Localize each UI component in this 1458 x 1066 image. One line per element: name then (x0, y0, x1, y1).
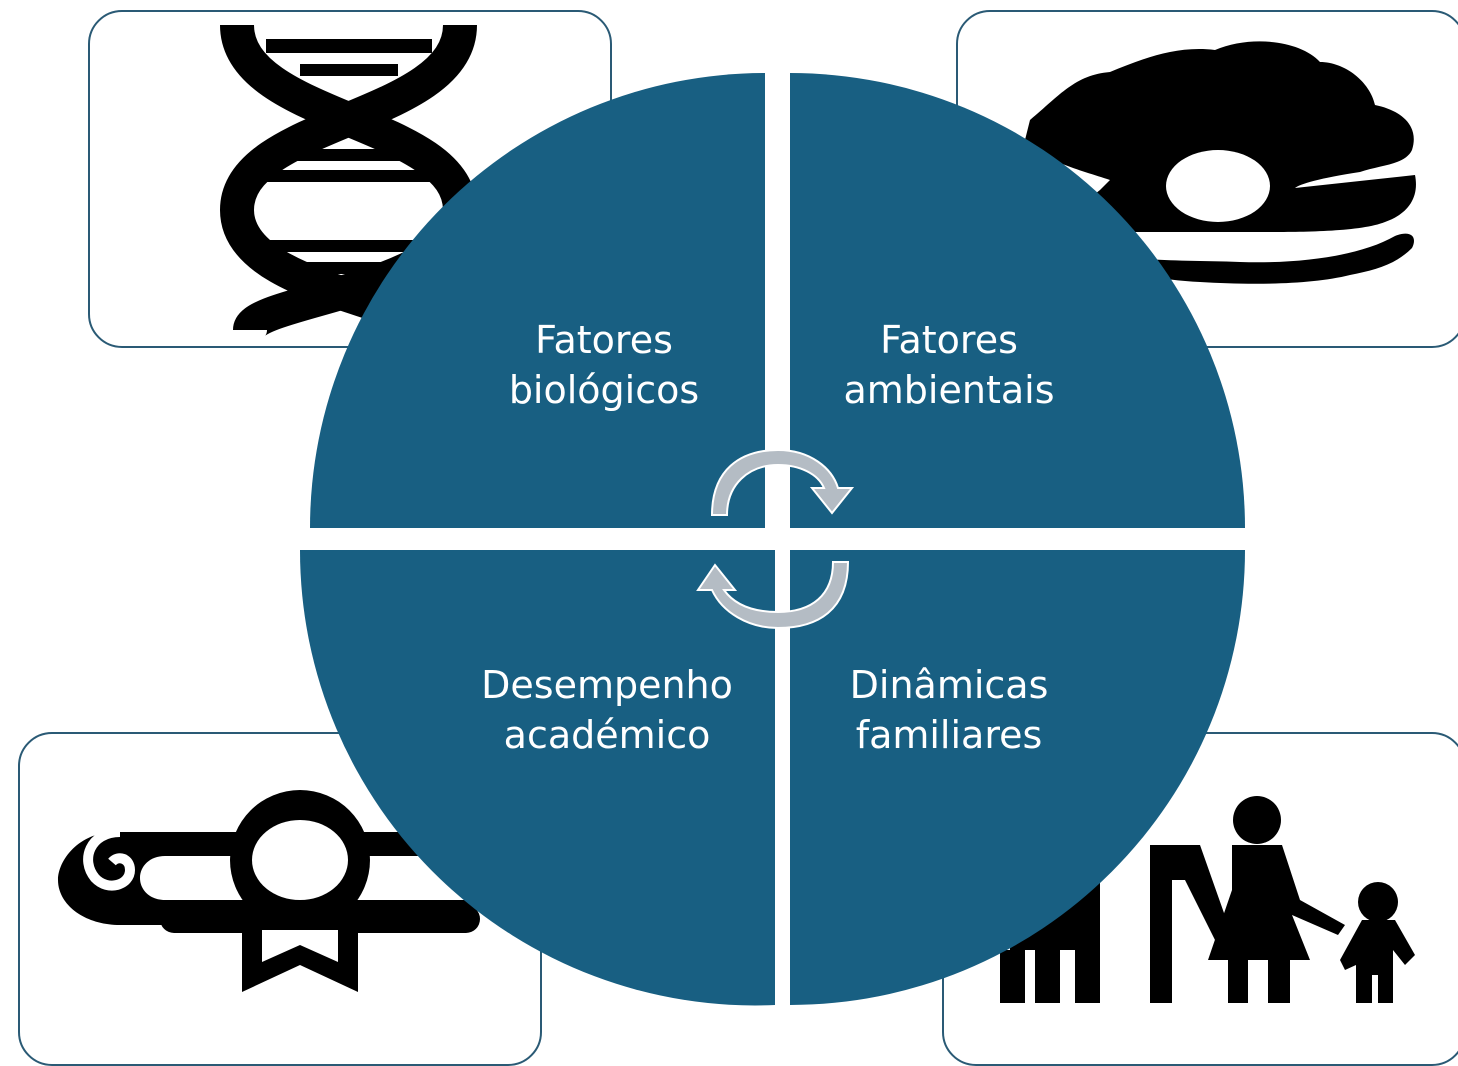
quadrant-top-right (790, 73, 1245, 528)
oyster-pearl-icon (1025, 41, 1416, 284)
quadrant-circle (299, 73, 1245, 1006)
quadrant-top-left (310, 73, 765, 528)
label-bottom-left-line2: académico (504, 713, 711, 757)
quadrant-bottom-left (299, 550, 775, 1006)
diploma-icon (58, 790, 480, 992)
quadrant-bottom-right (790, 550, 1245, 1005)
cycle-arrows (696, 448, 855, 630)
label-bottom-right-line2: familiares (856, 713, 1043, 757)
label-top-right-line1: Fatores (880, 318, 1018, 362)
cycle-arrow-bottom-icon (696, 561, 850, 630)
label-bottom-left-line1: Desempenho (481, 663, 733, 707)
label-top-right-line2: ambientais (844, 368, 1055, 412)
label-top-left-line1: Fatores (535, 318, 673, 362)
dna-icon (219, 23, 478, 339)
cycle-arrow-top-icon (710, 448, 855, 516)
label-top-left-line2: biológicos (509, 368, 699, 412)
label-bottom-right-line1: Dinâmicas (850, 663, 1049, 707)
